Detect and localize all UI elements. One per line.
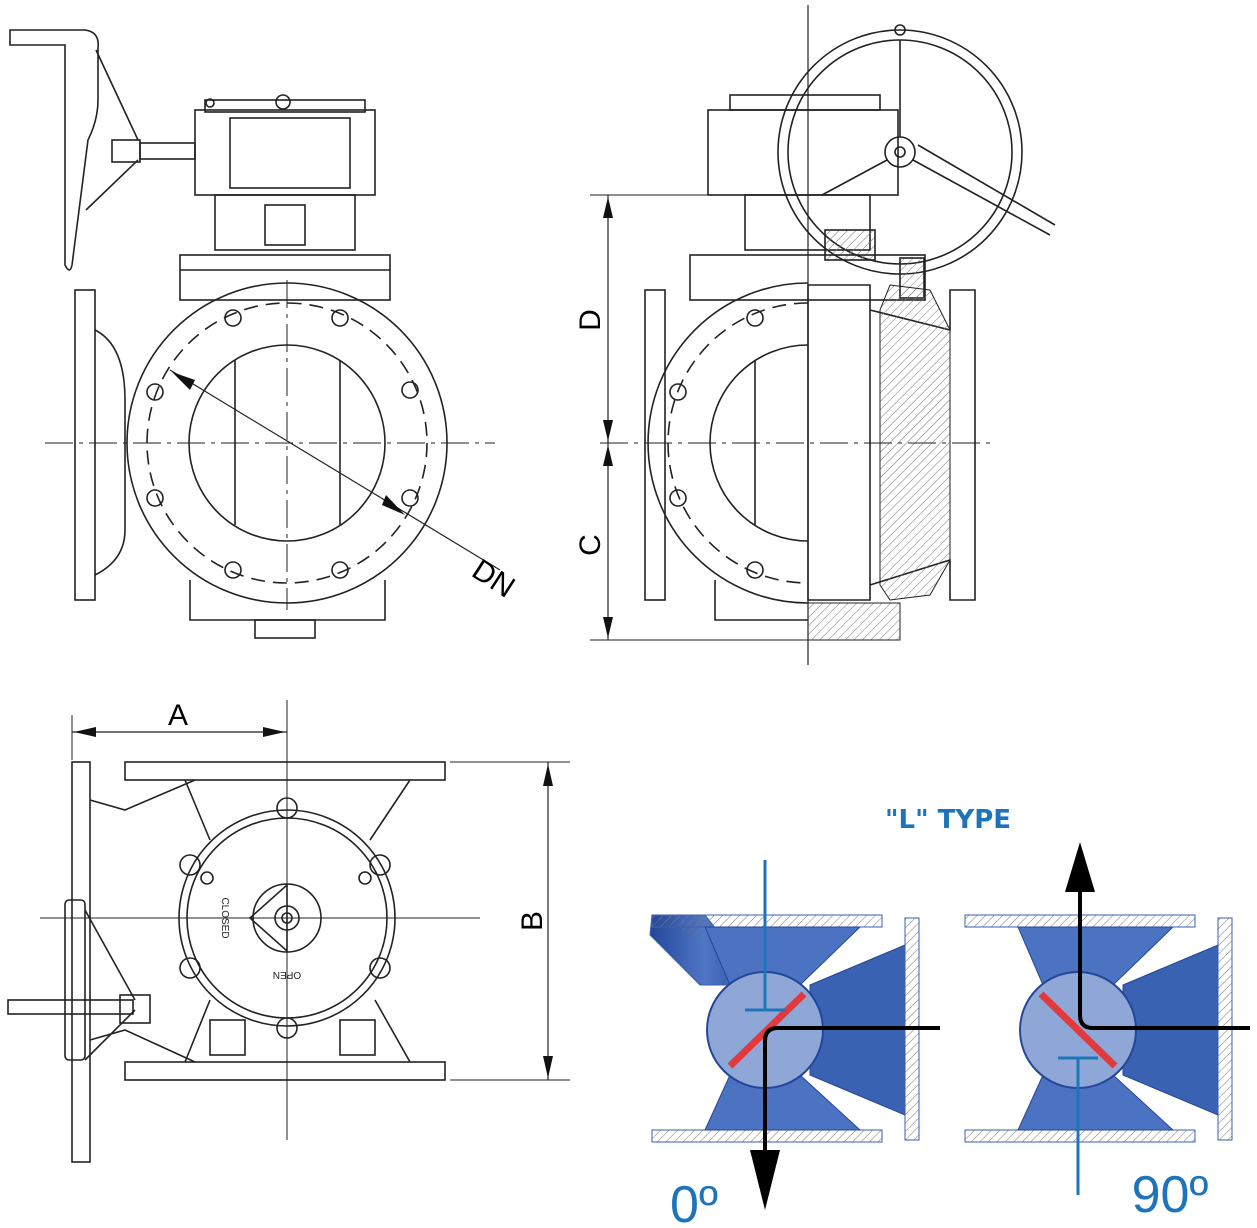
bolt-holes <box>669 309 764 579</box>
flow-diagram-0 <box>649 860 940 1210</box>
gearbox-top <box>204 99 366 113</box>
mounting-bracket <box>214 194 356 251</box>
bottom-flange <box>124 1061 446 1081</box>
handwheel-spoke <box>821 159 888 196</box>
c-label: C <box>574 534 607 556</box>
flow-diagram-title: "L" TYPE <box>885 805 1011 835</box>
side-flange <box>71 761 91 1163</box>
flow-diagram-90 <box>964 842 1250 1195</box>
handwheel-spoke <box>85 159 139 211</box>
top-flange <box>124 761 446 781</box>
drive-shaft <box>7 999 134 1015</box>
coupling <box>264 204 306 246</box>
a-label: A <box>168 699 188 732</box>
plug-seal <box>1038 991 1118 1069</box>
angle-label-0: 0º <box>670 1176 718 1228</box>
side-flange <box>74 289 96 601</box>
flow-path <box>763 1026 940 1150</box>
top-view <box>7 700 570 1163</box>
flow-arrow-icon <box>750 1150 780 1210</box>
handwheel-spoke <box>95 49 139 141</box>
angle-label-90: 90º <box>1132 1166 1209 1224</box>
plug-section <box>807 284 871 601</box>
handwheel-lever <box>9 29 100 271</box>
side-neck <box>94 329 126 576</box>
handwheel-hub <box>884 136 916 168</box>
dn-label: DN <box>466 553 520 604</box>
bolt-icon <box>275 94 291 110</box>
side-section-view <box>590 5 1056 665</box>
drain-plug <box>254 619 316 639</box>
bolt-holes <box>146 309 419 579</box>
gearbox-body <box>194 109 376 196</box>
open-marking: OPEN <box>273 969 301 980</box>
drive-shaft <box>139 142 196 160</box>
gearbox-cover <box>229 117 351 189</box>
bolt-circle <box>146 302 428 584</box>
b-label: B <box>516 911 549 931</box>
handwheel-hub <box>111 139 141 163</box>
bolt-icon <box>205 98 215 108</box>
dn-dimension-line <box>169 369 501 571</box>
flow-arrow-icon <box>1065 842 1095 892</box>
gearbox-body <box>707 109 899 196</box>
d-label: D <box>574 309 607 331</box>
handwheel-spoke <box>912 159 1051 236</box>
flow-path <box>1078 890 1250 1030</box>
front-view <box>9 29 501 639</box>
side-flange <box>644 289 666 601</box>
handwheel-rim <box>64 899 86 1061</box>
bonnet-flange <box>179 254 391 301</box>
closed-marking: CLOSED <box>219 897 230 938</box>
